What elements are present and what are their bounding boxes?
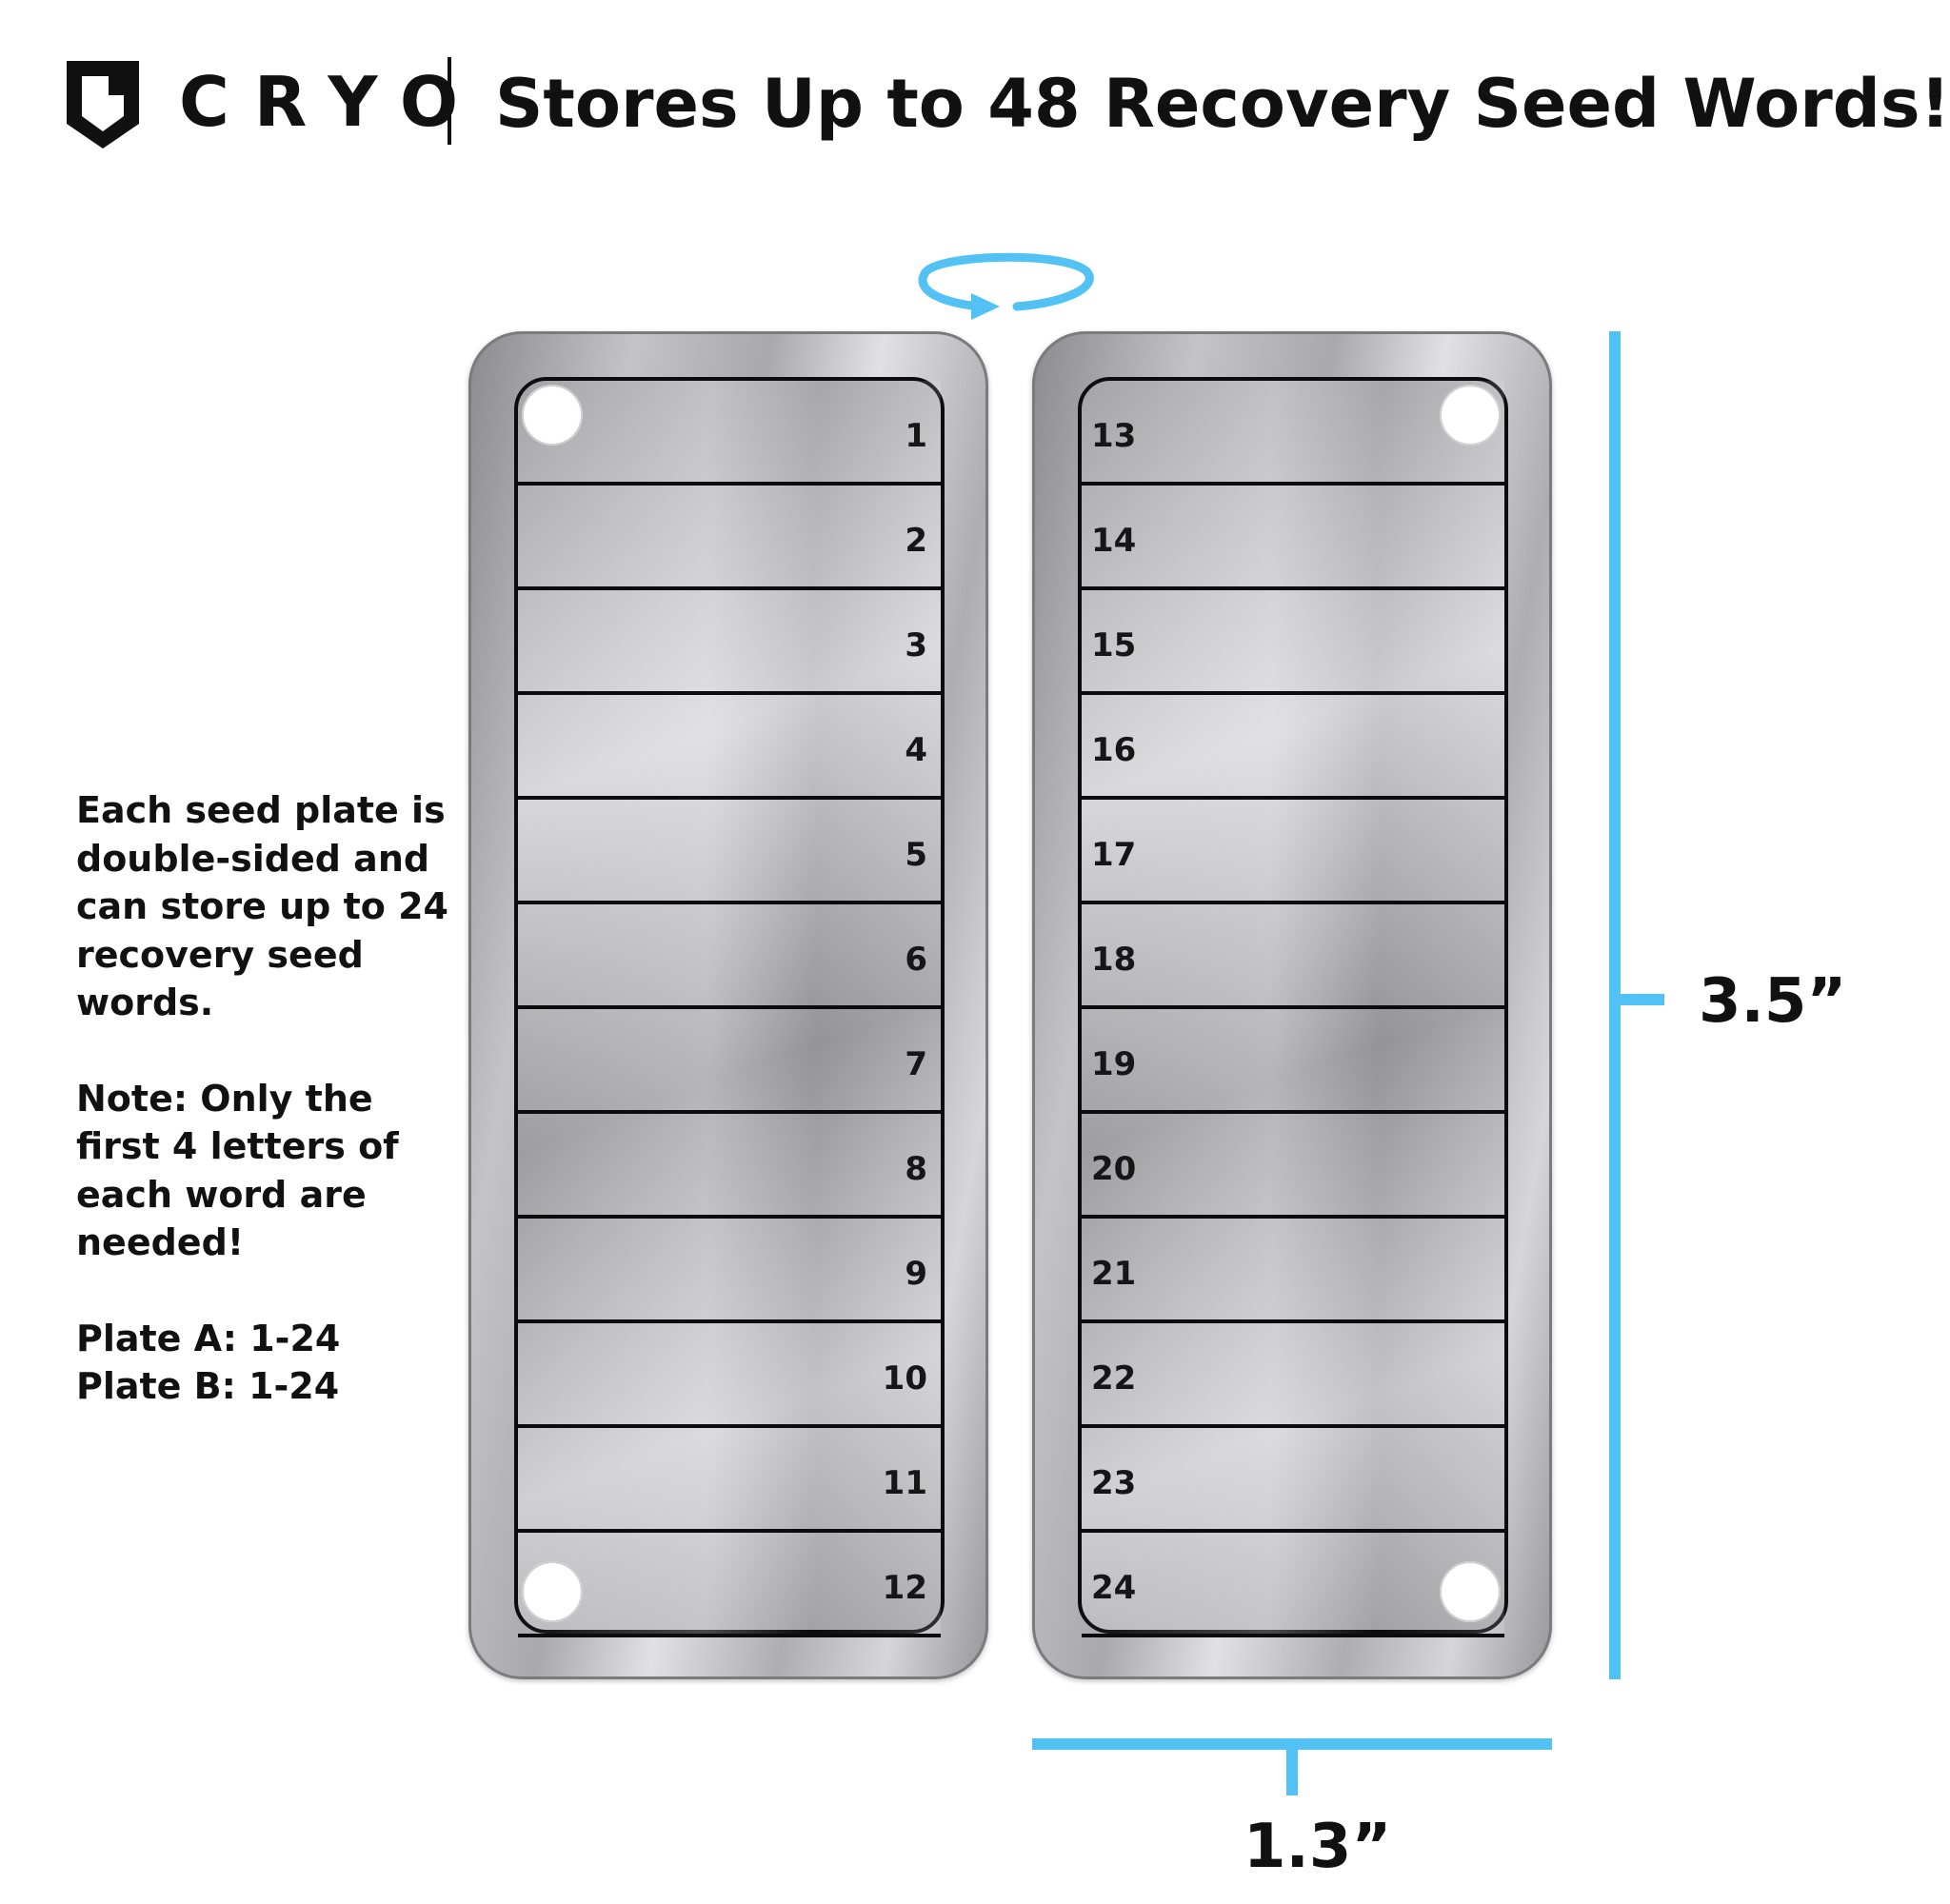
height-dimension-label: 3.5”: [1699, 966, 1847, 1037]
mounting-hole: [522, 1561, 583, 1622]
description-paragraph: Each seed plate is double-sided and can …: [76, 789, 448, 1023]
seed-slot[interactable]: 15: [1082, 590, 1504, 695]
seed-slot[interactable]: 19: [1082, 1009, 1504, 1114]
plate-a-frame: 1 2 3 4 5 6 7 8 9 10 11 12: [514, 377, 945, 1637]
slot-number: 16: [1091, 731, 1137, 769]
slot-number: 3: [905, 626, 927, 664]
seed-slot[interactable]: 11: [518, 1428, 941, 1533]
slot-number: 17: [1091, 836, 1137, 874]
seed-slot[interactable]: 24: [1082, 1533, 1504, 1637]
seed-slot[interactable]: 21: [1082, 1219, 1504, 1323]
seed-slot[interactable]: 3: [518, 590, 941, 695]
plate-b-range: Plate B: 1-24: [76, 1365, 340, 1407]
header: CRYO Stores Up to 48 Recovery Seed Words…: [0, 0, 1950, 190]
slot-number: 14: [1091, 522, 1137, 560]
height-dimension-line: [1609, 331, 1621, 1679]
mounting-hole: [1440, 1561, 1501, 1622]
seed-slot[interactable]: 17: [1082, 800, 1504, 904]
plate-b-frame: 13 14 15 16 17 18 19 20 21 22 23 24: [1078, 377, 1508, 1637]
seed-slot[interactable]: 2: [518, 486, 941, 590]
header-divider: [448, 57, 451, 145]
headline: Stores Up to 48 Recovery Seed Words!: [495, 65, 1950, 143]
seed-plate-a: 1 2 3 4 5 6 7 8 9 10 11 12: [468, 331, 988, 1679]
slot-number: 15: [1091, 626, 1137, 664]
seed-slot[interactable]: 12: [518, 1533, 941, 1637]
slot-number: 18: [1091, 941, 1137, 979]
seed-slot[interactable]: 22: [1082, 1323, 1504, 1428]
seed-slot[interactable]: 16: [1082, 695, 1504, 800]
slot-number: 9: [905, 1255, 927, 1293]
seed-plate-b: 13 14 15 16 17 18 19 20 21 22 23 24: [1032, 331, 1552, 1679]
shield-icon: [67, 61, 139, 149]
slot-number: 7: [905, 1045, 927, 1083]
slot-number: 12: [882, 1569, 927, 1607]
width-dimension-label: 1.3”: [1244, 1812, 1392, 1882]
seed-slot[interactable]: 20: [1082, 1114, 1504, 1219]
slot-number: 21: [1091, 1255, 1137, 1293]
seed-slot[interactable]: 23: [1082, 1428, 1504, 1533]
seed-slot[interactable]: 5: [518, 800, 941, 904]
slot-number: 1: [905, 417, 927, 455]
slot-number: 5: [905, 836, 927, 874]
slot-number: 19: [1091, 1045, 1137, 1083]
slot-number: 2: [905, 522, 927, 560]
rotate-arrow-icon: [918, 252, 1094, 320]
seed-slot[interactable]: 6: [518, 904, 941, 1009]
brand-name: CRYO: [179, 62, 484, 142]
seed-slot[interactable]: 8: [518, 1114, 941, 1219]
width-dimension-line: [1032, 1738, 1552, 1750]
note-paragraph: Note: Only the first 4 letters of each w…: [76, 1077, 399, 1264]
description-text: Each seed plate is double-sided and can …: [76, 786, 457, 1411]
seed-slot[interactable]: 10: [518, 1323, 941, 1428]
height-dimension-tick: [1615, 994, 1664, 1005]
plate-a-range: Plate A: 1-24: [76, 1317, 341, 1359]
slot-number: 10: [882, 1359, 927, 1398]
slot-number: 4: [905, 731, 927, 769]
mounting-hole: [522, 385, 583, 446]
seed-slot[interactable]: 4: [518, 695, 941, 800]
seed-slot[interactable]: 18: [1082, 904, 1504, 1009]
seed-slot[interactable]: 7: [518, 1009, 941, 1114]
seed-slot[interactable]: 13: [1082, 381, 1504, 486]
slot-number: 24: [1091, 1569, 1137, 1607]
seed-slot[interactable]: 14: [1082, 486, 1504, 590]
slot-number: 13: [1091, 417, 1137, 455]
seed-slot[interactable]: 1: [518, 381, 941, 486]
slot-number: 23: [1091, 1464, 1137, 1502]
slot-number: 11: [882, 1464, 927, 1502]
slot-number: 6: [905, 941, 927, 979]
width-dimension-tick: [1286, 1748, 1298, 1795]
slot-number: 8: [905, 1150, 927, 1188]
seed-slot[interactable]: 9: [518, 1219, 941, 1323]
slot-number: 22: [1091, 1359, 1137, 1398]
mounting-hole: [1440, 385, 1501, 446]
slot-number: 20: [1091, 1150, 1137, 1188]
